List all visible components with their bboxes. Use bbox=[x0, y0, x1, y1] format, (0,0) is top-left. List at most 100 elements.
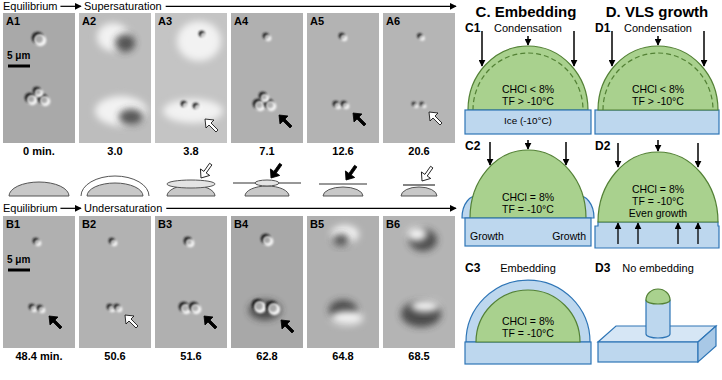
particle-core bbox=[343, 103, 347, 107]
particle-core bbox=[264, 237, 271, 244]
panel-label: D3 bbox=[595, 262, 610, 276]
panel-label: B3 bbox=[158, 218, 172, 231]
particle-highlight bbox=[34, 34, 46, 46]
particle-core bbox=[422, 104, 425, 107]
pointer-arrow bbox=[204, 316, 217, 329]
pointer-arrow bbox=[269, 163, 284, 178]
particle-core bbox=[414, 104, 417, 107]
panel-label: D1 bbox=[595, 22, 610, 36]
particle-shadow bbox=[253, 99, 263, 109]
liquid-drop: CHCl = 8%TF = -10°CEven growth bbox=[598, 152, 718, 222]
drop-shape bbox=[470, 150, 586, 218]
particle-highlight bbox=[265, 35, 271, 41]
time-label: 3.0 bbox=[79, 145, 151, 158]
growth-arrow bbox=[697, 223, 698, 244]
particle-highlight bbox=[40, 96, 50, 106]
time-label: 62.8 bbox=[231, 350, 303, 363]
micrograph-ground bbox=[231, 13, 303, 143]
slab-label: Growth bbox=[470, 230, 504, 242]
micrograph-panel bbox=[383, 13, 455, 143]
drop-label: Even growth bbox=[598, 207, 718, 219]
pointer-arrow bbox=[199, 163, 214, 178]
time-label: 64.8 bbox=[307, 350, 379, 363]
pointer-arrow bbox=[281, 320, 294, 333]
drop-label: TF = -10°C bbox=[470, 203, 586, 215]
micrograph-panel bbox=[307, 216, 379, 348]
particle-highlight bbox=[39, 307, 45, 313]
particle-highlight bbox=[261, 94, 269, 102]
growth-arrow bbox=[617, 223, 618, 244]
bright-blob bbox=[407, 227, 427, 241]
bright-blob bbox=[331, 311, 363, 325]
particle-highlight bbox=[111, 240, 117, 246]
bright-blob bbox=[163, 99, 223, 123]
particle-core bbox=[201, 33, 205, 37]
particle-shadow bbox=[420, 102, 424, 106]
note-text: Condensation bbox=[478, 22, 578, 35]
particle-shadow bbox=[261, 234, 271, 244]
micrograph-ground bbox=[383, 13, 455, 143]
drop-sketch bbox=[87, 183, 143, 196]
slab-side-face bbox=[698, 326, 716, 362]
liquid-drop: CHCl < 8%TF > -10°C bbox=[468, 46, 588, 110]
time-label: 20.6 bbox=[383, 145, 455, 158]
ice-slab bbox=[465, 342, 591, 364]
panel-label: D2 bbox=[595, 140, 610, 154]
lens-sketch bbox=[255, 180, 279, 186]
drop-label: CHCl = 8% bbox=[470, 191, 586, 203]
pointer-arrow bbox=[353, 113, 366, 126]
particle-core bbox=[41, 97, 48, 104]
micrograph-panel bbox=[3, 216, 75, 348]
micrograph-ground bbox=[3, 13, 75, 143]
header-arrow bbox=[166, 6, 456, 7]
header-text: Undersaturation bbox=[84, 202, 162, 215]
header-arrow bbox=[166, 208, 456, 209]
slab-label: Growth bbox=[552, 230, 586, 242]
dark-blob bbox=[119, 109, 143, 125]
particle-shadow bbox=[339, 33, 345, 39]
particle-core bbox=[419, 35, 422, 38]
particle-core bbox=[335, 103, 339, 107]
bright-blob bbox=[95, 96, 147, 126]
drop-label: CHCl < 8% bbox=[468, 83, 588, 95]
drop-shape bbox=[476, 290, 580, 342]
arrow-line bbox=[697, 143, 699, 167]
particle-shadow bbox=[107, 304, 113, 310]
liquid-drop: CHCl < 8%TF > -10°C bbox=[598, 46, 718, 110]
particle-highlight bbox=[414, 104, 418, 108]
micrograph-ground bbox=[231, 216, 303, 348]
particle-highlight bbox=[116, 306, 122, 312]
drop-shape bbox=[598, 46, 718, 110]
particle-core bbox=[35, 240, 39, 244]
micrograph-ground bbox=[155, 216, 227, 348]
pointer-arrow bbox=[279, 115, 292, 128]
panel-label: A4 bbox=[234, 15, 248, 28]
drop-sketch bbox=[323, 187, 363, 196]
particle-shadow bbox=[193, 103, 199, 109]
growth-arrow bbox=[677, 223, 678, 244]
surface-line bbox=[319, 183, 367, 184]
note-text: No embedding bbox=[608, 262, 708, 275]
arrow-line bbox=[573, 31, 575, 66]
particle-shadow bbox=[25, 93, 35, 103]
particle-highlight bbox=[191, 304, 201, 314]
film-sketch bbox=[81, 176, 149, 196]
micrograph-panel bbox=[79, 216, 151, 348]
header-arrow bbox=[60, 6, 81, 7]
panel-label: B6 bbox=[386, 218, 400, 231]
particle-shadow bbox=[109, 238, 115, 244]
particle-core bbox=[341, 35, 345, 39]
particle-highlight bbox=[35, 89, 43, 97]
particle-highlight bbox=[195, 105, 201, 111]
dark-blob bbox=[333, 234, 349, 246]
particle-core bbox=[111, 240, 115, 244]
micrograph-panel bbox=[307, 13, 379, 143]
header-text: Equilibrium bbox=[3, 0, 57, 13]
note-text: Condensation bbox=[608, 22, 708, 35]
particle-core bbox=[28, 96, 35, 103]
particle-highlight bbox=[35, 240, 41, 246]
arrow-line bbox=[527, 140, 529, 149]
micrograph-ground bbox=[307, 13, 379, 143]
particle-highlight bbox=[186, 239, 194, 247]
slab-front-face bbox=[598, 342, 698, 362]
